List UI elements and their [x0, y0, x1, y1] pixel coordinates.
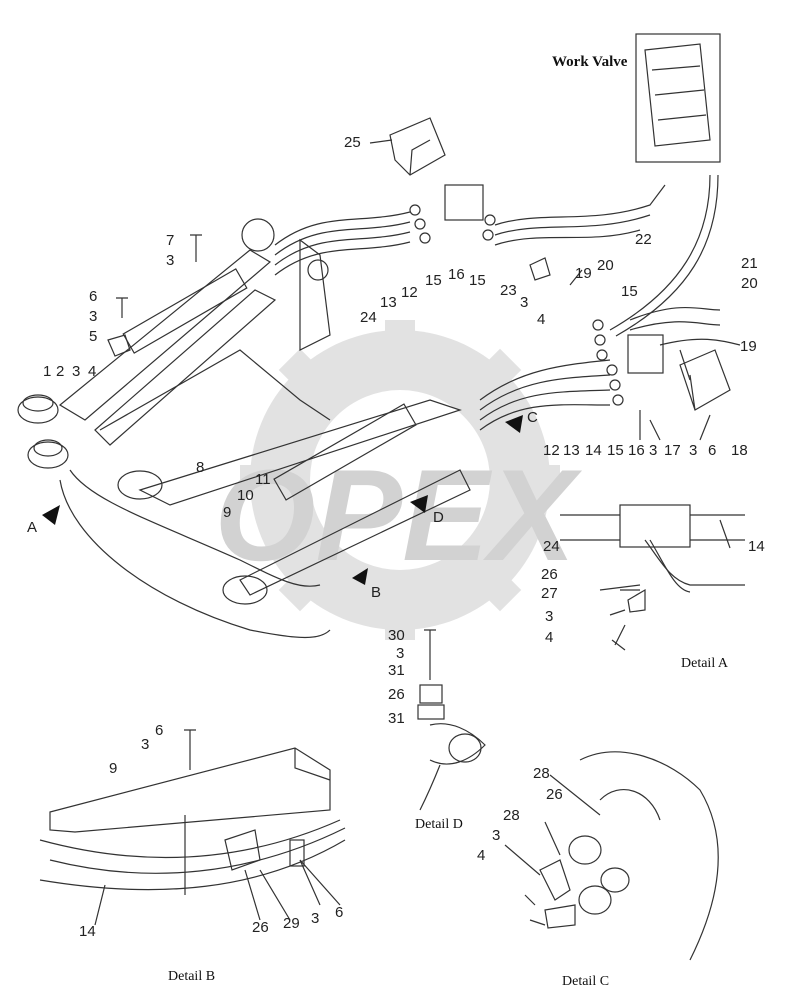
- part-label: 13: [380, 294, 397, 311]
- part-label: 2: [56, 363, 65, 380]
- part-label: 17: [664, 442, 681, 459]
- part-label: 3: [689, 442, 698, 459]
- part-label: 22: [635, 231, 652, 248]
- part-label: 14: [585, 442, 602, 459]
- view-marker-d: D: [433, 509, 444, 526]
- watermark-text: OPEX: [214, 442, 583, 588]
- view-marker-a: A: [27, 519, 38, 536]
- view-marker-b: B: [371, 584, 382, 601]
- view-arrows: [42, 415, 523, 585]
- part-label: 11: [255, 471, 271, 488]
- part-label: 15: [469, 272, 486, 289]
- part-label: 5: [89, 328, 98, 345]
- part-label: 3: [520, 294, 529, 311]
- part-label: 14: [79, 923, 96, 940]
- part-label: 12: [401, 284, 418, 301]
- part-label: 4: [88, 363, 97, 380]
- part-label: 1: [43, 363, 52, 380]
- caption-detail-b: Detail B: [168, 969, 216, 984]
- work-valve-inset: [635, 33, 721, 163]
- watermark-gear-hole: [310, 390, 490, 570]
- part-label: 26: [546, 786, 563, 803]
- part-label: 28: [533, 765, 550, 782]
- part-label: 31: [388, 662, 405, 679]
- part-label: 8: [196, 459, 205, 476]
- part-label: 26: [541, 566, 558, 583]
- part-label: 20: [597, 257, 614, 274]
- part-label: 19: [575, 265, 592, 282]
- part-label: 3: [166, 252, 175, 269]
- part-label: 24: [360, 309, 377, 326]
- part-label: 20: [741, 275, 758, 292]
- part-label: 4: [537, 311, 546, 328]
- caption-detail-a: Detail A: [681, 656, 729, 671]
- view-marker-c: C: [527, 409, 538, 426]
- part-label: 3: [649, 442, 658, 459]
- part-label: 16: [448, 266, 465, 283]
- part-label: 10: [237, 487, 254, 504]
- work-valve-title: Work Valve: [552, 54, 628, 70]
- part-label: 16: [628, 442, 645, 459]
- part-label: 26: [252, 919, 269, 936]
- part-label: 3: [311, 910, 320, 927]
- part-label: 13: [563, 442, 580, 459]
- part-label: 19: [740, 338, 757, 355]
- part-label: 26: [388, 686, 405, 703]
- part-label: 14: [748, 538, 765, 555]
- part-label: 6: [155, 722, 164, 739]
- part-label: 9: [223, 504, 232, 521]
- part-label: 6: [89, 288, 98, 305]
- part-label: 21: [741, 255, 758, 272]
- part-label: 3: [545, 608, 554, 625]
- part-label: 24: [543, 538, 560, 555]
- part-label: 3: [89, 308, 98, 325]
- part-label: 23: [500, 282, 517, 299]
- part-label: 4: [545, 629, 554, 646]
- part-label: 3: [141, 736, 150, 753]
- caption-detail-c: Detail C: [562, 974, 610, 989]
- part-label: 6: [335, 904, 344, 921]
- part-label: 4: [477, 847, 486, 864]
- part-label: 28: [503, 807, 520, 824]
- part-label: 15: [607, 442, 624, 459]
- part-label: 15: [621, 283, 638, 300]
- part-label: 30: [388, 627, 405, 644]
- part-label: 12: [543, 442, 560, 459]
- line-art: [17, 33, 745, 961]
- caption-detail-d: Detail D: [415, 817, 463, 832]
- part-label: 31: [388, 710, 405, 727]
- part-label: 3: [72, 363, 81, 380]
- part-label: 18: [731, 442, 748, 459]
- part-label: 6: [708, 442, 717, 459]
- part-label: 3: [396, 645, 405, 662]
- part-label: 15: [425, 272, 442, 289]
- part-label: 25: [344, 134, 361, 151]
- part-label: 7: [166, 232, 175, 249]
- part-label: 9: [109, 760, 118, 777]
- part-label: 29: [283, 915, 300, 932]
- part-label: 27: [541, 585, 558, 602]
- part-label: 3: [492, 827, 501, 844]
